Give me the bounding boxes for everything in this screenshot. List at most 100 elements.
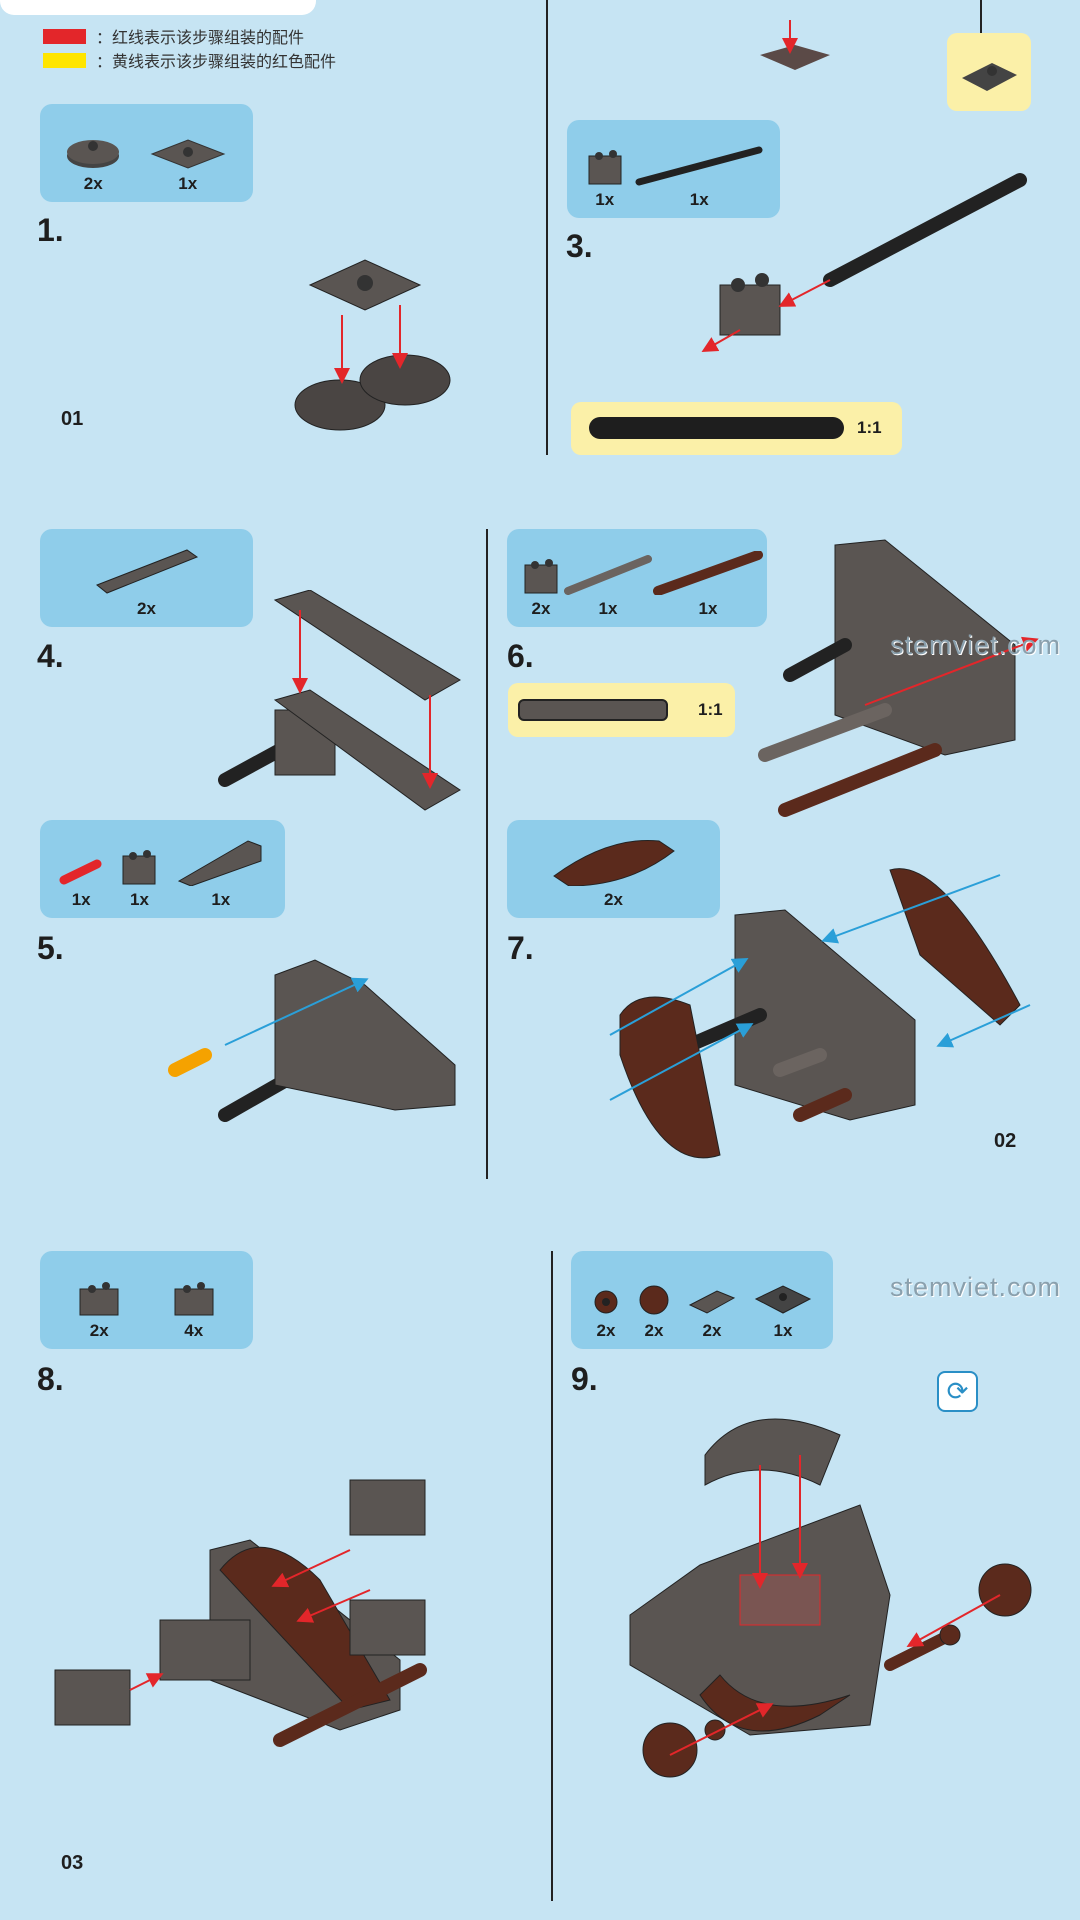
part-curved-frame: 2x xyxy=(549,836,679,910)
part-red-pin: 1x xyxy=(59,856,103,910)
legend-red-text: ：红线表示该步骤组装的配件 xyxy=(96,30,305,47)
step8-parts-box: 2x 4x xyxy=(40,1251,253,1349)
step1-parts-box: 2x 1x xyxy=(40,104,253,202)
watermark: stemviet.com xyxy=(890,630,1062,660)
step4-parts-box: 2x xyxy=(40,529,253,627)
part-count: 2x xyxy=(137,599,156,618)
step1-illustration xyxy=(294,259,451,431)
callout-line xyxy=(980,0,982,33)
step4-illustration xyxy=(218,590,461,811)
round-plate-icon xyxy=(67,140,120,168)
divider xyxy=(486,529,488,1179)
part-brick-1x2: 2x xyxy=(519,555,563,619)
dome-icon xyxy=(639,1285,669,1315)
part-round-plate: 2x xyxy=(65,134,121,194)
part-tile-2x2: 1x xyxy=(753,1281,813,1341)
part-plate-1x6: 2x xyxy=(92,545,202,619)
part-count: 4x xyxy=(184,1321,204,1340)
part-brown-axle: 1x xyxy=(653,551,763,619)
step7-number: 7. xyxy=(507,930,534,966)
step2-highlight-box xyxy=(947,33,1031,111)
page-number: 02 xyxy=(994,1130,1017,1152)
part-count: 2x xyxy=(596,1321,616,1340)
slope-icon xyxy=(177,840,262,886)
brick-icon xyxy=(174,1282,214,1316)
part-count: 2x xyxy=(604,890,623,909)
curved-frame-icon xyxy=(552,839,675,886)
page-number: 03 xyxy=(61,1852,84,1874)
part-brick-1x2: 2x xyxy=(74,1277,124,1341)
part-count: 1x xyxy=(211,890,231,909)
step8-number: 8. xyxy=(37,1361,64,1397)
brick-icon xyxy=(79,1282,119,1316)
step9-number: 9. xyxy=(571,1361,598,1397)
step4-number: 4. xyxy=(37,638,64,674)
step8-illustration xyxy=(54,1479,427,1747)
step3-scale-box: 1:1 xyxy=(571,402,902,455)
axle-scale-icon xyxy=(518,699,668,721)
part-count: 1x xyxy=(598,599,618,618)
plate-icon xyxy=(754,1285,812,1314)
bush-icon xyxy=(594,1290,618,1314)
part-count: 1x xyxy=(773,1321,793,1340)
part-plate-2x2: 1x xyxy=(148,134,228,194)
part-plate-jumper: 2x xyxy=(687,1283,737,1341)
step3-number: 3. xyxy=(566,228,593,264)
scale-ratio: 1:1 xyxy=(698,700,723,719)
step5-illustration xyxy=(168,959,456,1122)
step5-parts-box: 1x 1x 1x xyxy=(40,820,285,918)
divider xyxy=(551,1251,553,1901)
part-count: 1x xyxy=(130,890,149,909)
step2-illustration xyxy=(760,20,830,70)
yellow-swatch xyxy=(43,52,86,68)
part-count: 1x xyxy=(689,190,709,209)
part-count: 2x xyxy=(89,1321,109,1340)
divider xyxy=(546,0,548,455)
part-brick-1x2: 1x xyxy=(117,846,161,910)
scale-ratio: 1:1 xyxy=(857,418,882,437)
brick-icon xyxy=(588,150,622,185)
page-number: 01 xyxy=(61,408,84,430)
step9-parts-box: 2x 2x 2x 1x xyxy=(571,1251,833,1349)
part-count: 1x xyxy=(595,190,615,209)
axle-scale-icon xyxy=(589,417,844,439)
part-brick-1x2: 1x xyxy=(583,146,627,210)
brick-icon xyxy=(524,559,558,594)
red-pin-icon xyxy=(59,859,102,885)
step3-illustration xyxy=(701,173,1027,352)
plate-icon xyxy=(150,139,226,169)
legend-yellow: ：黄线表示该步骤组装的红色配件 xyxy=(43,48,336,72)
brown-axle-icon xyxy=(653,551,763,595)
part-brick-1x2-b: 4x xyxy=(169,1277,219,1341)
step7-illustration xyxy=(609,868,1031,1159)
watermark: stemviet.com xyxy=(890,1272,1062,1302)
part-brown-bush: 2x xyxy=(591,1287,621,1341)
step6-parts-box: 2x 1x 1x xyxy=(507,529,767,627)
gray-axle-icon xyxy=(564,555,652,595)
part-slope: 1x xyxy=(176,836,266,910)
plate-1x6-icon xyxy=(95,549,198,594)
rotate-icon: ⟳ xyxy=(937,1371,978,1412)
part-count: 1x xyxy=(178,174,198,193)
part-count: 1x xyxy=(698,599,718,618)
step7-parts-box: 2x xyxy=(507,820,720,918)
step1-number: 1. xyxy=(37,212,64,248)
step6-number: 6. xyxy=(507,638,534,674)
part-count: 2x xyxy=(531,599,551,618)
part-count: 2x xyxy=(702,1321,722,1340)
legend-yellow-text: ：黄线表示该步骤组装的红色配件 xyxy=(96,54,337,71)
red-swatch xyxy=(43,28,86,44)
part-count: 1x xyxy=(71,890,91,909)
step9-illustration xyxy=(629,1418,1032,1778)
part-axle: 1x xyxy=(634,146,764,210)
brick-icon xyxy=(122,850,156,885)
step5-number: 5. xyxy=(37,930,64,966)
part-count: 2x xyxy=(83,174,103,193)
step6-scale-box: 1:1 xyxy=(508,683,735,737)
legend-red: ：红线表示该步骤组装的配件 xyxy=(43,24,304,48)
part-count: 2x xyxy=(644,1321,664,1340)
step6-illustration xyxy=(758,539,1039,817)
axle-icon xyxy=(635,146,763,186)
jumper-plate-icon xyxy=(688,1290,736,1314)
part-brown-dome: 2x xyxy=(637,1283,671,1341)
